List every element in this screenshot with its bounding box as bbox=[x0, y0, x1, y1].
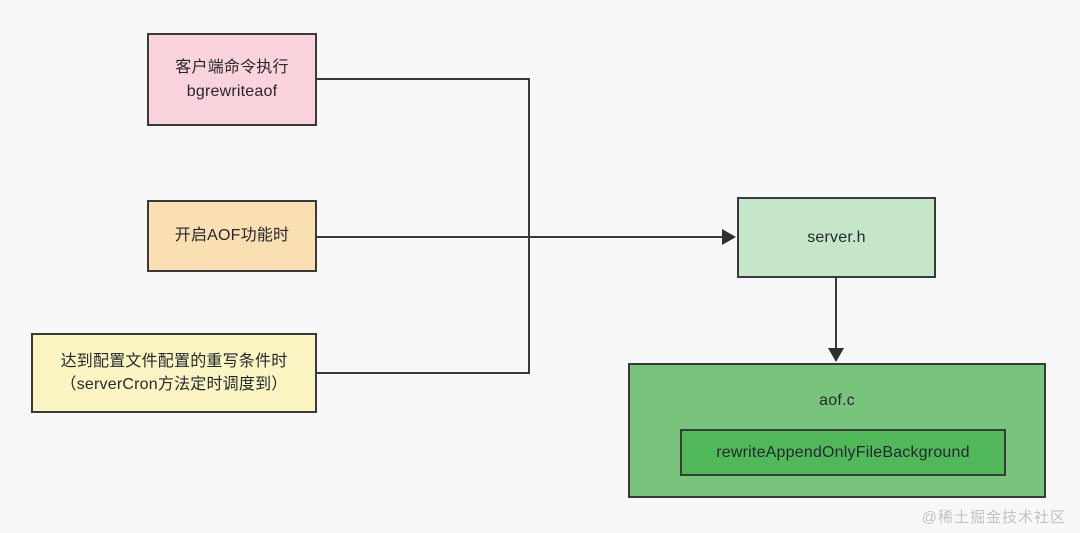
node-trigger-client-command[interactable]: 客户端命令执行 bgrewriteaof bbox=[147, 33, 317, 126]
edge-trunk-to-server-h bbox=[528, 236, 724, 238]
watermark: @稀土掘金技术社区 bbox=[921, 509, 1066, 526]
node-aof-c-label: aof.c bbox=[819, 392, 855, 409]
edge-client-command-horizontal bbox=[317, 78, 530, 80]
edge-config-condition-horizontal bbox=[317, 372, 530, 374]
edge-server-h-to-aof-c bbox=[835, 278, 837, 349]
node-rewrite-append-only-file-background[interactable]: rewriteAppendOnlyFileBackground bbox=[680, 429, 1006, 476]
node-aof-c[interactable]: aof.c rewriteAppendOnlyFileBackground bbox=[628, 363, 1046, 498]
node-trigger-config-condition[interactable]: 达到配置文件配置的重写条件时 （serverCron方法定时调度到） bbox=[31, 333, 317, 413]
edge-enable-aof-horizontal bbox=[317, 236, 530, 238]
arrowhead-to-aof-c-icon bbox=[828, 348, 844, 362]
arrowhead-to-server-h-icon bbox=[722, 229, 736, 245]
node-server-h[interactable]: server.h bbox=[737, 197, 936, 278]
node-trigger-enable-aof[interactable]: 开启AOF功能时 bbox=[147, 200, 317, 272]
edge-trunk-vertical bbox=[528, 78, 530, 374]
